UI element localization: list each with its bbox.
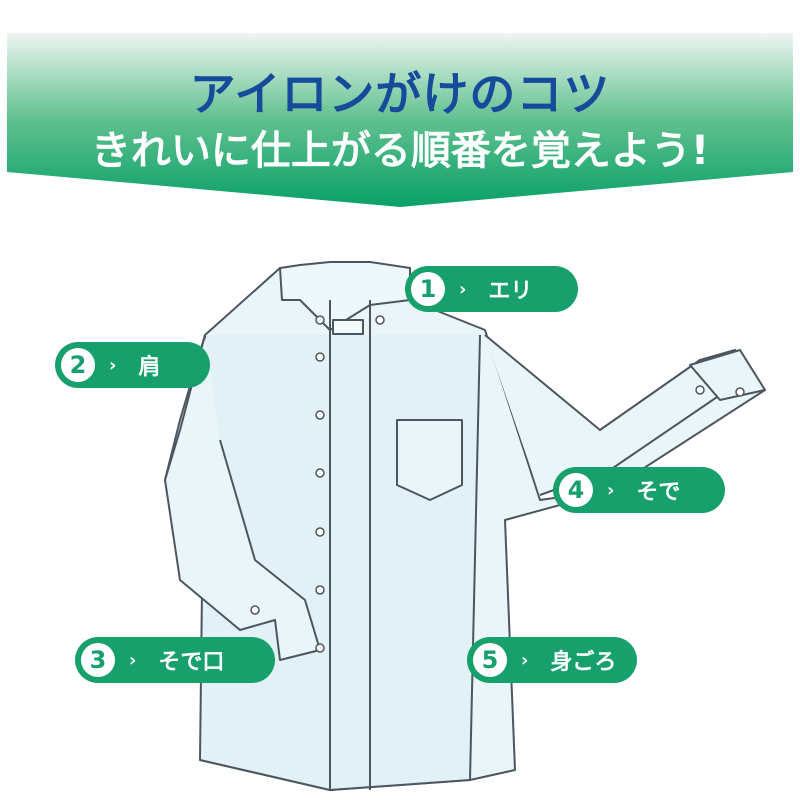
step-number: 4 bbox=[559, 473, 593, 507]
chevron-right-icon: › bbox=[607, 479, 615, 501]
chevron-right-icon: › bbox=[521, 649, 529, 671]
step-3-cuff: 3 › そで口 bbox=[75, 637, 275, 683]
step-number: 5 bbox=[473, 643, 507, 677]
page-title: アイロンがけのコツ bbox=[189, 67, 611, 121]
step-number: 2 bbox=[61, 348, 95, 382]
header-banner bbox=[7, 33, 793, 207]
step-5-body: 5 › 身ごろ bbox=[467, 637, 637, 683]
step-number: 3 bbox=[81, 643, 115, 677]
chevron-right-icon: › bbox=[109, 354, 117, 376]
step-number: 1 bbox=[411, 272, 445, 306]
step-label: 肩 bbox=[138, 355, 161, 380]
step-label: 身ごろ bbox=[550, 650, 617, 675]
chevron-right-icon: › bbox=[459, 278, 467, 300]
page-subtitle: きれいに仕上がる順番を覚えよう! bbox=[90, 128, 710, 174]
step-label: そで bbox=[636, 480, 681, 505]
step-4-sleeve: 4 › そで bbox=[553, 467, 725, 513]
step-2-shoulder: 2 › 肩 bbox=[55, 342, 210, 388]
step-label: エリ bbox=[488, 279, 533, 304]
step-1-collar: 1 › エリ bbox=[405, 266, 578, 312]
chevron-right-icon: › bbox=[129, 649, 137, 671]
step-label: そで口 bbox=[158, 650, 225, 675]
